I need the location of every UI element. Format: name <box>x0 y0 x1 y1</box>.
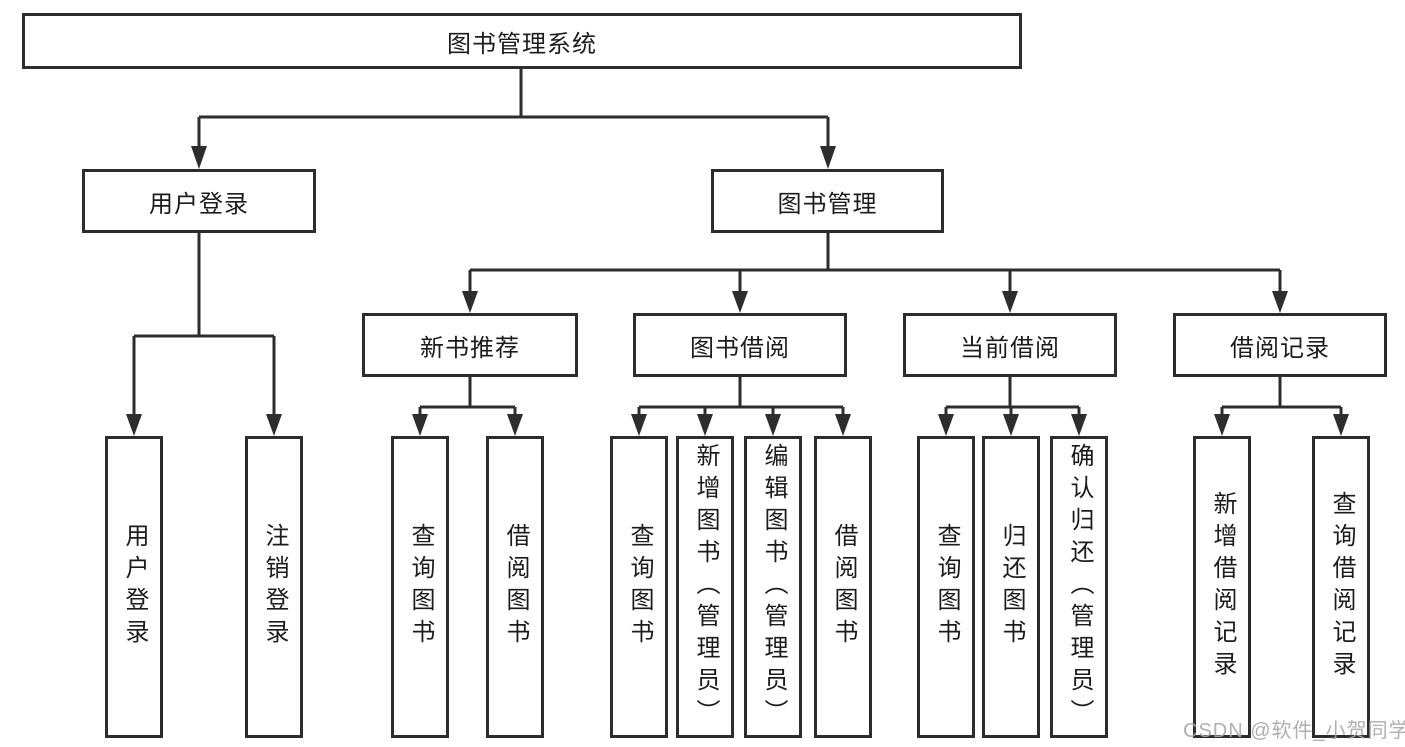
leaf-query-borrow-record: 查询借阅记录 <box>1312 436 1370 738</box>
leaf-label: 查询图书 <box>626 523 653 651</box>
leaf-add-borrow-record: 新增借阅记录 <box>1193 436 1251 738</box>
leaf-borrow-books: 借阅图书 <box>814 436 872 738</box>
leaf-label: 编辑图书（管理员） <box>760 443 787 731</box>
leaf-label: 借阅图书 <box>830 523 857 651</box>
leaf-query-books-recommend: 查询图书 <box>391 436 449 738</box>
leaf-label: 借阅图书 <box>502 523 529 651</box>
leaf-label: 用户登录 <box>121 523 148 651</box>
leaf-add-books-admin: 新增图书（管理员） <box>676 436 734 738</box>
node-label: 借阅记录 <box>1230 334 1330 362</box>
csdn-watermark: CSDN @软件_小贺同学 <box>1183 720 1405 742</box>
leaf-borrow-books-recommend: 借阅图书 <box>486 436 544 738</box>
node-label: 用户登录 <box>149 190 249 218</box>
leaf-logout: 注销登录 <box>245 436 303 738</box>
leaf-edit-books-admin: 编辑图书（管理员） <box>744 436 802 738</box>
leaf-label: 新增图书（管理员） <box>692 443 719 731</box>
node-label: 图书借阅 <box>690 334 790 362</box>
node-book-borrowing: 图书借阅 <box>633 313 847 377</box>
leaf-label: 查询图书 <box>407 523 434 651</box>
node-label: 当前借阅 <box>960 334 1060 362</box>
leaf-label: 查询图书 <box>933 523 960 651</box>
node-label: 图书管理 <box>777 190 878 218</box>
node-user-login: 用户登录 <box>82 169 316 233</box>
leaf-query-books-borrowing: 查询图书 <box>610 436 668 738</box>
leaf-label: 查询借阅记录 <box>1328 491 1355 683</box>
node-borrowing-records: 借阅记录 <box>1173 313 1387 377</box>
leaf-user-login: 用户登录 <box>105 436 163 738</box>
leaf-label: 新增借阅记录 <box>1209 491 1236 683</box>
leaf-confirm-return-admin: 确认归还（管理员） <box>1050 436 1108 738</box>
node-current-borrowing: 当前借阅 <box>903 313 1117 377</box>
node-label: 新书推荐 <box>420 334 520 362</box>
node-label: 图书管理系统 <box>447 30 597 58</box>
leaf-label: 归还图书 <box>998 523 1025 651</box>
node-library-management-system: 图书管理系统 <box>22 13 1022 69</box>
node-new-book-recommendation: 新书推荐 <box>362 313 578 377</box>
arrow-down-icons <box>126 146 1349 436</box>
leaf-query-books-current: 查询图书 <box>917 436 975 738</box>
leaf-label: 确认归还（管理员） <box>1066 443 1093 731</box>
leaf-label: 注销登录 <box>261 523 288 651</box>
leaf-return-books: 归还图书 <box>982 436 1040 738</box>
node-book-management: 图书管理 <box>711 169 944 233</box>
